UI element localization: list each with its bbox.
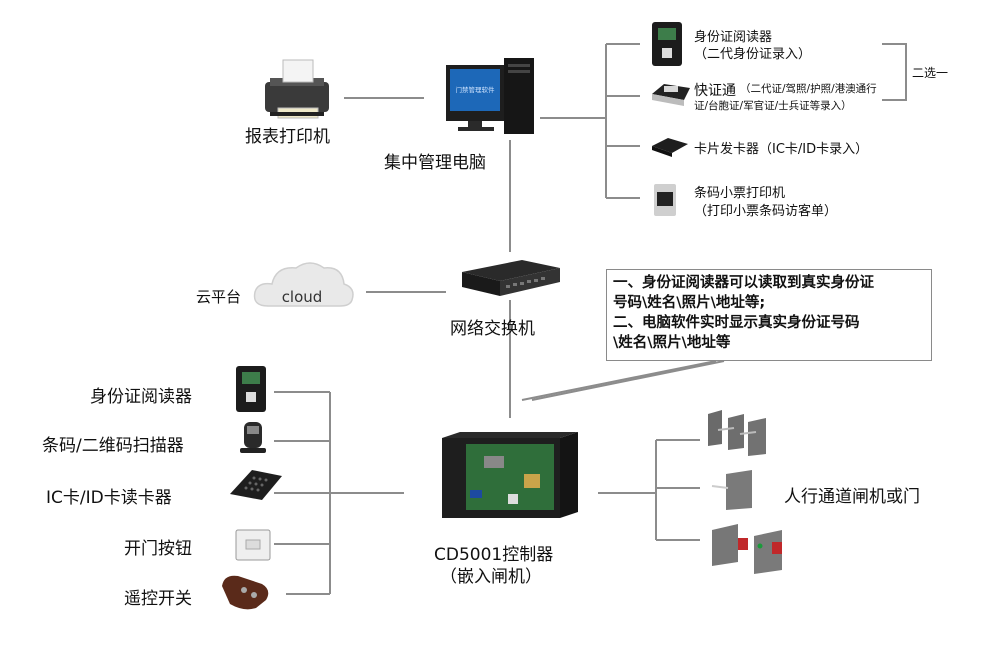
printer-label: 报表打印机 [245,127,330,147]
quick-id-desc-2: 证/台胞证/军官证/士兵证等录入） [694,100,852,112]
quick-id-title: 快证通 [694,83,736,99]
card-issuer-icon [652,138,688,157]
cloud-platform-label: 云平台 [196,288,242,306]
computer-label: 集中管理电脑 [384,153,486,173]
choose-one-label: 二选一 [912,66,949,80]
remote-switch-icon [222,575,269,610]
id-reader-title: 身份证阅读器 [694,30,773,45]
barcode-printer-title: 条码小票打印机 [694,186,786,201]
printer-icon [265,59,329,119]
computer-screen-text: 门禁管理软件 [456,85,496,94]
cloud-text: cloud [282,288,323,306]
computer-icon [446,58,534,134]
id-reader-left-icon [236,366,266,412]
exit-button-icon [235,529,271,561]
controller-label: CD5001控制器 [434,545,554,565]
id-reader-top-icon [652,22,682,66]
gate-swing-icon [712,524,782,574]
barcode-printer-sub: （打印小票条码访客单） [694,204,838,219]
quick-id-device-icon [652,84,690,106]
cloud-icon [253,262,354,307]
note-line-4: \姓名\照片\地址等 [613,335,731,351]
card-reader-icon [230,470,282,500]
connector-lines [274,43,907,595]
card-issuer-label: 卡片发卡器（IC卡/ID卡录入） [694,142,869,157]
left-item-id-reader: 身份证阅读器 [90,387,192,407]
controller-sublabel: （嵌入闸机） [440,567,542,587]
switch-label: 网络交换机 [450,319,535,339]
barcode-printer-icon [654,184,676,216]
id-reader-sub: （二代身份证录入） [694,47,812,62]
gate-tripod-icon [711,470,752,510]
left-item-remote-switch: 遥控开关 [124,589,192,609]
gate-label: 人行通道闸机或门 [784,487,920,507]
note-line-3: 二、电脑软件实时显示真实身份证号码 [613,315,860,331]
note-line-2: 号码\姓名\照片\地址等; [613,295,766,311]
note-line-1: 一、身份证阅读器可以读取到真实身份证 [613,275,874,291]
left-item-card-reader: IC卡/ID卡读卡器 [46,488,172,508]
controller-box-icon [442,432,578,518]
gate-flap-icon [708,410,766,456]
network-switch-icon [462,260,560,296]
feature-note-box: 一、身份证阅读器可以读取到真实身份证 号码\姓名\照片\地址等; 二、电脑软件实… [606,269,932,361]
quick-id-desc-1: （二代证/驾照/护照/港澳通行 [740,83,877,95]
barcode-scanner-icon [240,422,266,453]
left-item-barcode-scanner: 条码/二维码扫描器 [42,436,184,456]
left-item-exit-button: 开门按钮 [124,539,192,559]
